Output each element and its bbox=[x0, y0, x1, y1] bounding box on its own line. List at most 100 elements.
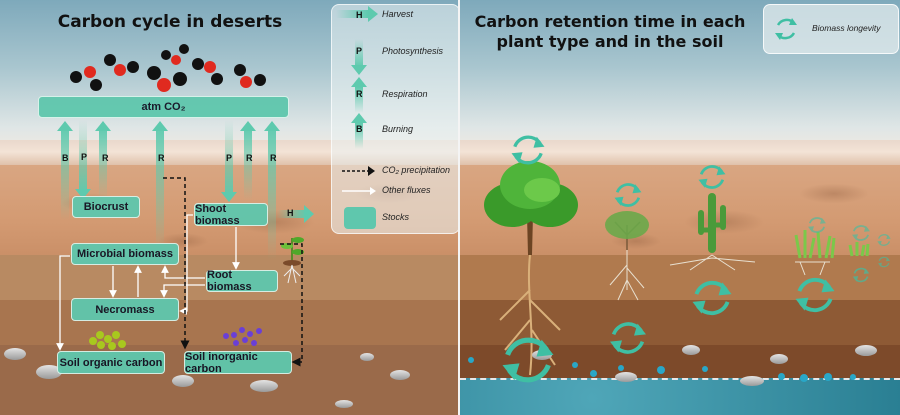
microbial-biomass-stock[interactable]: Microbial biomass bbox=[71, 243, 179, 265]
necromass-label: Necromass bbox=[95, 303, 155, 316]
co2-molecule-icon bbox=[234, 64, 266, 88]
flux-label-photosynthesis: P bbox=[81, 152, 88, 162]
rock bbox=[360, 353, 374, 361]
rock bbox=[335, 400, 353, 408]
water-droplet bbox=[572, 362, 578, 368]
legend-symbol-harvest: H bbox=[356, 10, 363, 20]
legend-label-harvest: Harvest bbox=[382, 9, 414, 19]
legend-symbol-burning: B bbox=[356, 124, 363, 134]
biomass-longevity-cycle-icon bbox=[775, 18, 797, 40]
right-title-line2: plant type and in the soil bbox=[496, 32, 724, 51]
inorganic-carbon-particles-icon bbox=[223, 327, 262, 346]
rock bbox=[682, 345, 700, 355]
left-panel-title: Carbon cycle in deserts bbox=[57, 12, 283, 32]
root-biomass-label: Root biomass bbox=[207, 269, 252, 293]
cactus-longevity-cycle-icon bbox=[697, 164, 727, 190]
photosynthesis-legend-arrow bbox=[355, 39, 363, 67]
rock bbox=[250, 380, 278, 392]
soil-organic-carbon-label: Soil organic carbon bbox=[59, 356, 163, 369]
legend-label-co2-precipitation: CO₂ precipitation bbox=[382, 165, 450, 175]
flux-label-respiration: R bbox=[246, 153, 253, 163]
grass-longevity-cycle-icon bbox=[807, 216, 827, 234]
rock bbox=[172, 375, 194, 387]
soil-inorganic-carbon-label: Soil inorganic carbon bbox=[185, 350, 258, 375]
co2-precipitation-flux bbox=[280, 243, 303, 367]
right-panel-title: Carbon retention time in each plant type… bbox=[460, 12, 760, 52]
flux-label-respiration: R bbox=[102, 153, 109, 163]
respiration-flux-arrow bbox=[264, 121, 280, 260]
microbial-to-soc-flux bbox=[56, 255, 70, 351]
flux-label-burning: B bbox=[62, 153, 69, 163]
water-droplet bbox=[618, 365, 624, 371]
grass-root-longevity-cycle-icon bbox=[793, 277, 837, 313]
stocks-legend-box bbox=[344, 207, 376, 229]
co2-molecule-icon bbox=[192, 58, 223, 85]
legend-label-respiration: Respiration bbox=[382, 89, 428, 99]
shrub-root-longevity-cycle-icon bbox=[608, 321, 648, 355]
root-biomass-stock[interactable]: Root biomass bbox=[206, 269, 278, 293]
biocrust-label: Biocrust bbox=[83, 201, 129, 213]
carbon-retention-panel: Carbon retention time in each plant type… bbox=[460, 0, 900, 415]
water-droplet bbox=[824, 373, 832, 381]
burning-flux-arrow bbox=[57, 121, 73, 220]
flux-label-respiration: R bbox=[158, 153, 165, 163]
small-longevity-cycle-icon bbox=[877, 256, 891, 268]
shrub-longevity-cycle-icon bbox=[613, 182, 643, 208]
small-grass-longevity-cycle-icon bbox=[851, 224, 871, 242]
root-to-microbial-flux bbox=[161, 265, 205, 279]
root-to-necromass-flux bbox=[160, 284, 205, 298]
respiration-legend-arrow bbox=[355, 87, 363, 113]
small-longevity-cycle-icon bbox=[851, 267, 871, 283]
water-droplet bbox=[590, 370, 597, 377]
rock bbox=[740, 376, 764, 386]
shoot-biomass-stock[interactable]: Shoot biomass bbox=[194, 202, 268, 227]
soil-organic-carbon-stock[interactable]: Soil organic carbon bbox=[57, 351, 165, 374]
plants-illustration bbox=[484, 161, 870, 376]
rock bbox=[4, 348, 26, 360]
biomass-longevity-legend: Biomass longevity bbox=[763, 4, 899, 54]
necromass-stock[interactable]: Necromass bbox=[71, 298, 179, 321]
tree-icon bbox=[484, 161, 578, 376]
flux-label-respiration: R bbox=[270, 153, 277, 163]
legend-label-photosynthesis: Photosynthesis bbox=[382, 46, 444, 56]
legend-label-stocks: Stocks bbox=[382, 212, 410, 222]
rock bbox=[615, 372, 637, 382]
atm-co2-label: atm CO₂ bbox=[141, 101, 186, 113]
rock bbox=[770, 354, 788, 364]
biocrust-stock[interactable]: Biocrust bbox=[72, 196, 140, 218]
organic-carbon-particles-icon bbox=[89, 331, 126, 350]
harvest-flux-arrow bbox=[276, 210, 306, 218]
burning-legend-arrow bbox=[355, 123, 363, 149]
right-title-line1: Carbon retention time in each bbox=[474, 12, 746, 31]
co2-molecules-icon bbox=[70, 44, 266, 92]
groundwater-layer bbox=[460, 378, 900, 415]
co2-precipitation-flux bbox=[163, 177, 190, 350]
cactus-icon bbox=[669, 193, 756, 271]
water-droplet bbox=[702, 366, 708, 372]
soil-inorganic-carbon-stock[interactable]: Soil inorganic carbon bbox=[184, 350, 292, 375]
legend-symbols bbox=[336, 6, 378, 229]
small-grass-icon bbox=[848, 242, 870, 257]
grass-icon bbox=[794, 230, 836, 276]
photosynthesis-flux-arrow bbox=[75, 120, 91, 199]
photosynthesis-flux-arrow bbox=[221, 120, 237, 202]
small-longevity-cycle-icon bbox=[876, 233, 892, 247]
panel-divider bbox=[458, 0, 460, 415]
legend-label-other-fluxes: Other fluxes bbox=[382, 185, 431, 195]
tree-longevity-cycle-icon bbox=[509, 135, 547, 165]
co2-molecule-icon bbox=[147, 66, 187, 92]
flux-label-harvest: H bbox=[287, 208, 294, 218]
respiration-flux-arrow bbox=[152, 121, 168, 250]
legend-label-burning: Burning bbox=[382, 124, 414, 134]
other-fluxes-arrows bbox=[56, 177, 303, 367]
carbon-cycle-panel: Carbon cycle in deserts atm CO₂ B P R R … bbox=[0, 0, 458, 415]
tree-root-longevity-cycle-icon bbox=[503, 340, 554, 381]
rock bbox=[36, 365, 62, 379]
co2-molecule-icon bbox=[161, 44, 189, 65]
water-droplet bbox=[468, 357, 474, 363]
shoot-biomass-label: Shoot biomass bbox=[195, 202, 240, 227]
legend: H P R B Harvest Photosynthesis Respirati… bbox=[331, 4, 458, 234]
water-droplet bbox=[850, 374, 856, 380]
atm-co2-stock[interactable]: atm CO₂ bbox=[38, 96, 289, 118]
